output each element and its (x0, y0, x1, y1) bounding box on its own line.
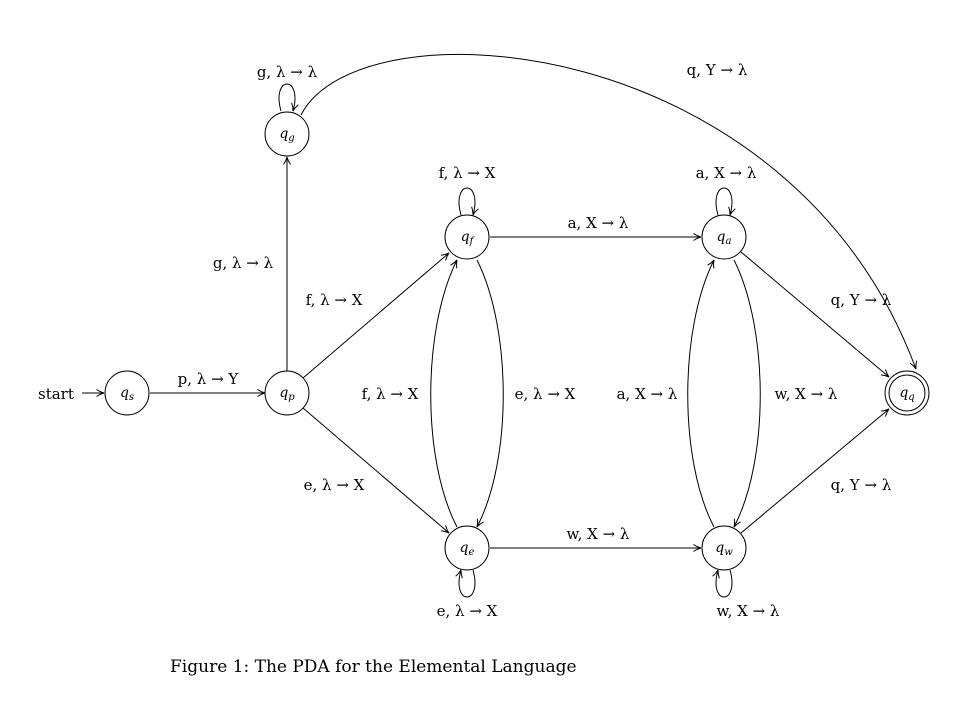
state-qq-label: qq (899, 385, 914, 403)
transitions (82, 53, 918, 598)
label-a-w: w, X → λ (775, 385, 838, 403)
edge-w-a (687, 259, 715, 528)
label-s-p: p, λ → Y (178, 370, 240, 388)
state-qw: qw (701, 525, 747, 571)
edge-p-f (302, 252, 450, 379)
label-e-w: w, X → λ (567, 525, 630, 543)
state-qf-label: qf (461, 229, 476, 247)
state-qa-label: qa (717, 229, 732, 247)
state-qp: qp (264, 370, 310, 416)
start-label: start (38, 385, 74, 403)
state-qg-label: qg (279, 126, 294, 144)
loop-g (278, 83, 299, 112)
edge-g-q (300, 53, 918, 370)
state-qw-label: qw (715, 540, 733, 558)
edge-a-w (733, 259, 761, 528)
state-qp-label: qp (279, 385, 295, 403)
figure-caption: Figure 1: The PDA for the Elemental Lang… (170, 657, 577, 677)
label-w-loop: w, X → λ (717, 602, 780, 620)
states: qs qp qg qf qe qa qw qq (104, 111, 930, 571)
state-qq-accepting: qq (884, 370, 930, 416)
label-a-loop: a, X → λ (696, 164, 757, 182)
state-qe: qe (444, 525, 490, 571)
transition-labels: start p, λ → Y g, λ → λ g, λ → λ q, Y → … (38, 61, 892, 620)
edge-a-q (740, 251, 890, 378)
label-e-f: f, λ → X (362, 385, 419, 403)
state-qa: qa (701, 214, 747, 260)
label-g-loop: g, λ → λ (257, 63, 318, 81)
label-p-g: g, λ → λ (213, 254, 274, 272)
state-qe-label: qe (460, 540, 475, 558)
state-qs: qs (104, 370, 150, 416)
label-f-loop: f, λ → X (439, 164, 496, 182)
loop-w (712, 569, 733, 598)
edge-w-q (740, 408, 890, 534)
edge-e-f (430, 259, 458, 528)
edge-p-e (302, 407, 450, 534)
label-w-a: a, X → λ (617, 385, 678, 403)
loop-e (455, 569, 476, 598)
label-e-loop: e, λ → X (437, 602, 498, 620)
label-p-e: e, λ → X (304, 476, 365, 494)
loop-a (715, 187, 736, 216)
label-p-f: f, λ → X (306, 291, 363, 309)
state-qf: qf (444, 214, 490, 260)
label-f-e: e, λ → X (515, 385, 576, 403)
state-qs-label: qs (120, 385, 134, 403)
label-w-q: q, Y → λ (831, 476, 892, 494)
label-g-q: q, Y → λ (687, 61, 748, 79)
loop-f (458, 187, 479, 216)
label-f-a: a, X → λ (568, 214, 629, 232)
state-qg: qg (264, 111, 310, 157)
edge-f-e (476, 259, 504, 528)
label-a-q: q, Y → λ (831, 291, 892, 309)
